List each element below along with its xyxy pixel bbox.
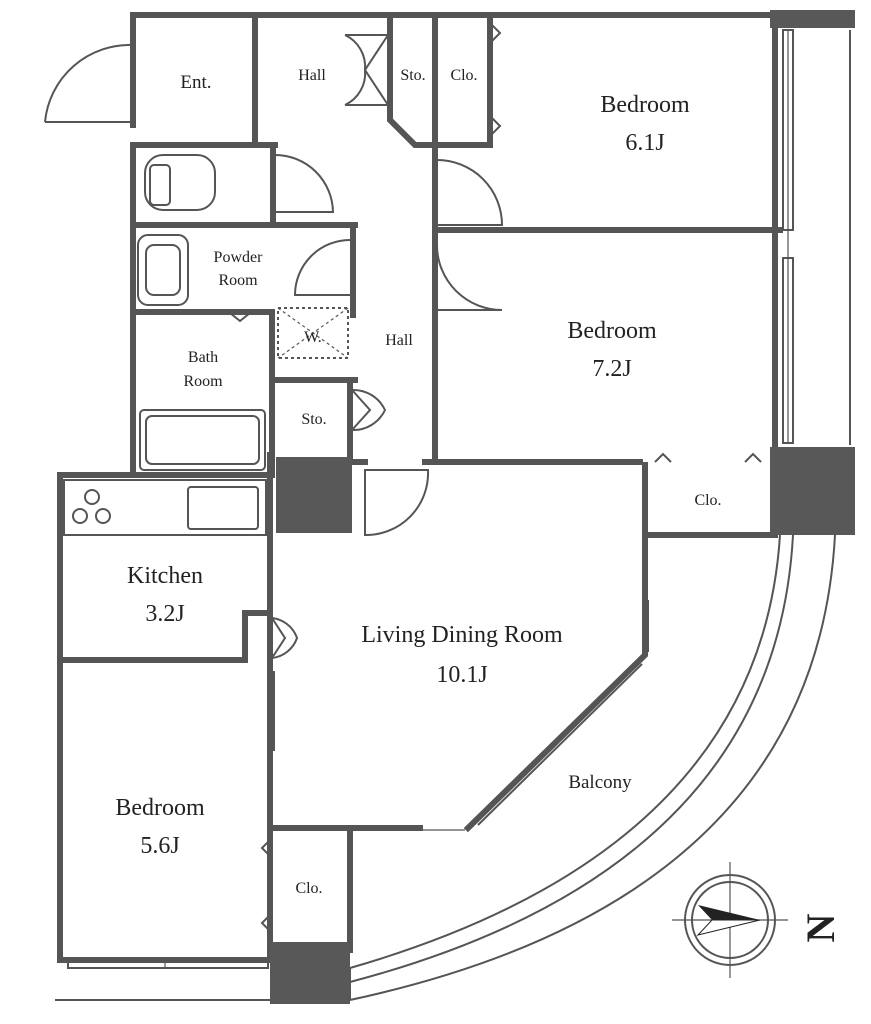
label-closet-w: Clo. [295,880,322,897]
bathtub-icon [139,409,266,471]
kitchen-counter [63,479,267,536]
sink-icon [137,234,189,306]
column-center [276,457,352,533]
balcony [349,534,836,1001]
label-entrance: Ent. [180,72,211,93]
toilet-icon [144,154,216,211]
label-storage-mid: Sto. [301,411,326,428]
compass-icon [672,862,788,978]
label-hall-mid: Hall [385,332,413,349]
column-ne [770,10,855,28]
label-hall-top: Hall [298,67,326,84]
kitchen-sink-icon [187,486,259,530]
sliding-partition [267,671,275,828]
doors [44,24,762,932]
label-living-dining-size: 10.1J [436,662,487,688]
room-labels: Ent. Hall Sto. Clo. Bedroom 6.1J Powder … [115,67,721,897]
label-bath-room: Bath [188,349,218,366]
label-closet-e: Clo. [694,492,721,509]
stove-burner-icon [72,508,88,524]
label-living-dining: Living Dining Room [361,622,563,648]
label-kitchen: Kitchen [127,563,203,589]
label-bedroom-w: Bedroom [115,795,205,821]
column-south [270,942,350,1004]
stove-burner-icon [95,508,111,524]
label-closet-top: Clo. [450,67,477,84]
label-bedroom-ne-size: 6.1J [625,130,664,156]
north-label: N [798,913,843,942]
interior-walls [57,12,783,668]
windows [55,29,851,1001]
column-east [770,447,855,535]
label-washer: W. [304,329,322,346]
label-bedroom-e-size: 7.2J [592,356,631,382]
label-powder-room: Powder [214,249,264,266]
label-powder-room-2: Room [218,272,258,289]
label-storage-top: Sto. [400,67,425,84]
stove-burner-icon [84,489,100,505]
label-bedroom-e: Bedroom [567,318,657,344]
structural-columns [270,10,855,1004]
fixtures [63,154,349,536]
label-kitchen-size: 3.2J [145,601,184,627]
label-bedroom-ne: Bedroom [600,92,690,118]
label-bedroom-w-size: 5.6J [140,833,179,859]
label-bath-room-2: Room [183,373,223,390]
label-balcony: Balcony [568,772,632,793]
